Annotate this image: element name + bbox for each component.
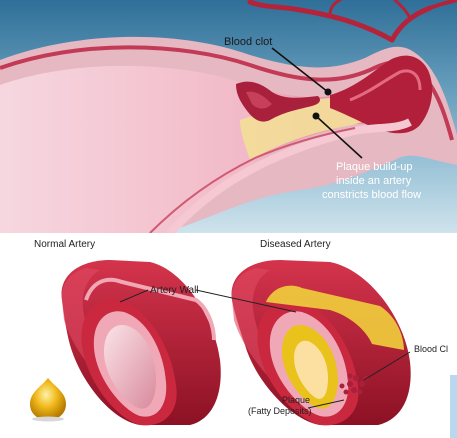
bottom-plaque-label-line1: Plaque xyxy=(282,395,310,405)
diseased-artery-title: Diseased Artery xyxy=(260,239,331,250)
normal-artery-title: Normal Artery xyxy=(34,239,95,250)
top-plaque-label-line2: inside an artery xyxy=(336,175,412,187)
clot-pointer-dot xyxy=(325,89,332,96)
bottom-blood-clot-label: Blood Cl xyxy=(414,344,448,354)
top-blood-clot-label: Blood clot xyxy=(224,36,272,48)
artery-wall-label: Artery Wall xyxy=(150,285,199,296)
plaque-pointer-dot xyxy=(313,113,320,120)
bottom-plaque-label-line2: (Fatty Deposits) xyxy=(248,406,312,416)
top-plaque-label-line3: constricts blood flow xyxy=(322,189,421,201)
corner-block xyxy=(450,375,457,438)
bottom-panel: Normal Artery Diseased Artery xyxy=(0,233,457,438)
top-plaque-label-line1: Plaque build-up xyxy=(336,161,412,173)
top-panel: Blood clot Plaque build-up inside an art… xyxy=(0,0,457,233)
